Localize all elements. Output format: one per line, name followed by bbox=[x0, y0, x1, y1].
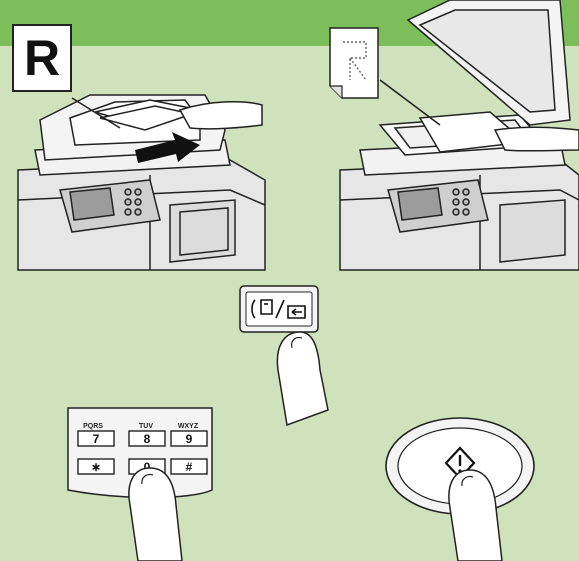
fax-send-button[interactable] bbox=[239, 285, 319, 333]
key-7[interactable]: 7 bbox=[77, 430, 115, 447]
key-letters-7: PQRS bbox=[83, 423, 103, 430]
key-8[interactable]: 8 bbox=[128, 430, 166, 447]
finger-keypad bbox=[128, 467, 183, 561]
svg-text:∗: ∗ bbox=[91, 460, 101, 474]
original-label: R bbox=[12, 24, 72, 92]
copier-glass bbox=[339, 0, 579, 271]
finger-start bbox=[448, 469, 503, 561]
fax-send-icon bbox=[251, 299, 306, 319]
finger-fax bbox=[276, 331, 329, 427]
original-facedown bbox=[329, 27, 379, 99]
key-letters-8: TUV bbox=[139, 423, 153, 430]
svg-text:#: # bbox=[186, 460, 193, 474]
key-hash[interactable]: # bbox=[170, 458, 208, 475]
svg-text:9: 9 bbox=[186, 432, 193, 446]
svg-text:7: 7 bbox=[93, 432, 100, 446]
copier-adf bbox=[17, 94, 266, 271]
svg-text:0: 0 bbox=[144, 460, 151, 474]
insert-arrow-icon bbox=[135, 132, 200, 163]
svg-text:8: 8 bbox=[144, 432, 151, 446]
keypad: PQRS TUV WXYZ 7 8 9 ∗ 0 bbox=[67, 407, 213, 499]
key-letters-9: WXYZ bbox=[178, 423, 199, 430]
key-9[interactable]: 9 bbox=[170, 430, 208, 447]
key-star[interactable]: ∗ bbox=[77, 458, 115, 475]
